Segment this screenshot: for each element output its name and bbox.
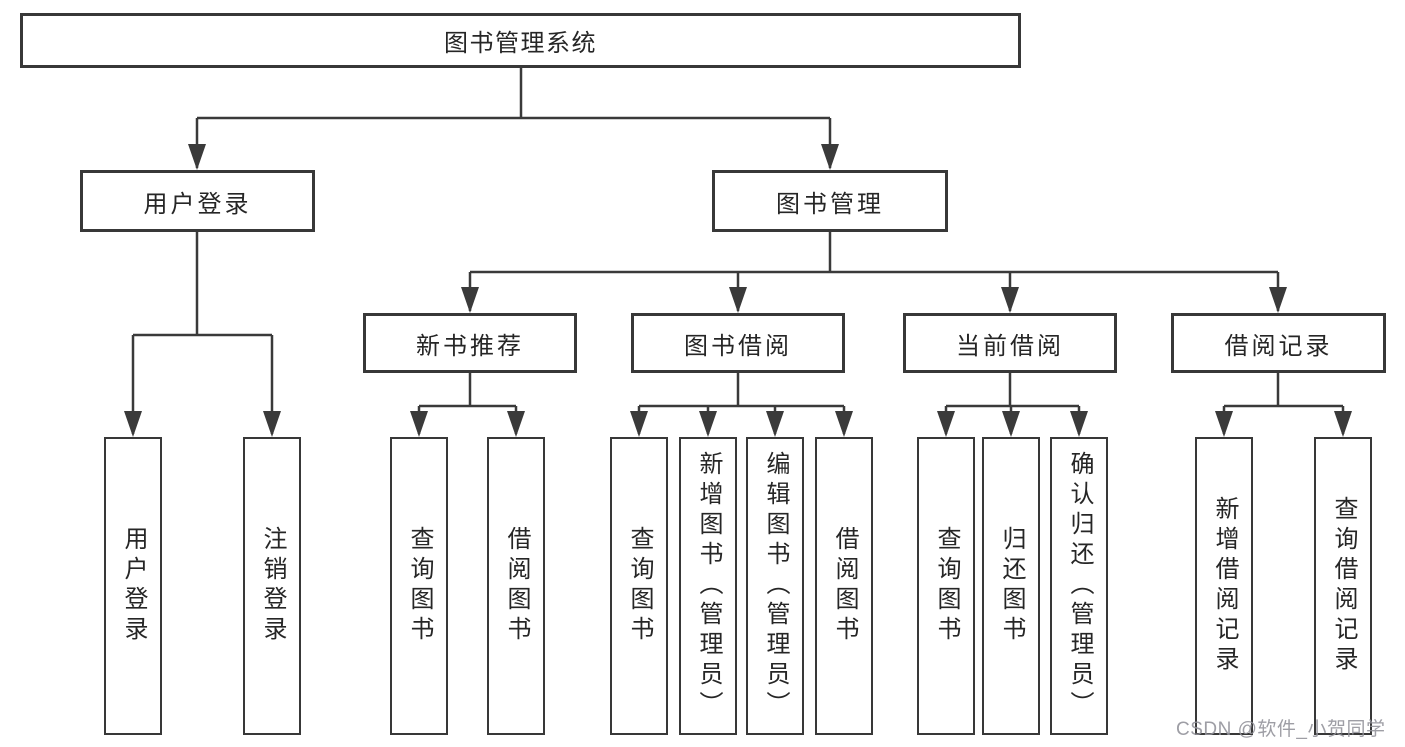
leaf-logout-label: 注销登录 (259, 526, 286, 646)
leaf-user-login-label: 用户登录 (120, 526, 147, 646)
arrowheads (124, 144, 1352, 437)
node-current-borrow-label: 当前借阅 (956, 332, 1064, 360)
node-user-login: 用户登录 (80, 170, 315, 232)
leaf-add-books-admin-label: 新增图书（管理员） (695, 451, 722, 721)
leaf-query-borrow-record: 查询借阅记录 (1314, 437, 1372, 735)
leaf-query-borrow-record-label: 查询借阅记录 (1330, 496, 1357, 676)
leaf-user-login: 用户登录 (104, 437, 162, 735)
leaf-query-books-current: 查询图书 (917, 437, 975, 735)
node-root-label: 图书管理系统 (444, 30, 597, 57)
node-user-login-label: 用户登录 (143, 190, 252, 218)
leaf-confirm-return-admin: 确认归还（管理员） (1050, 437, 1108, 735)
leaf-borrow-books-recommend: 借阅图书 (487, 437, 545, 735)
leaf-borrow-books-borrow-label: 借阅图书 (831, 526, 858, 646)
node-root: 图书管理系统 (20, 13, 1021, 68)
leaf-edit-books-admin: 编辑图书（管理员） (746, 437, 804, 735)
leaf-confirm-return-admin-label: 确认归还（管理员） (1066, 451, 1093, 721)
node-current-borrow: 当前借阅 (903, 313, 1117, 373)
leaf-return-books-label: 归还图书 (998, 526, 1025, 646)
leaf-logout: 注销登录 (243, 437, 301, 735)
node-book-borrow: 图书借阅 (631, 313, 845, 373)
leaf-query-books-borrow: 查询图书 (610, 437, 668, 735)
csdn-watermark: CSDN @软件_小贺同学 (1176, 719, 1386, 740)
leaf-add-books-admin: 新增图书（管理员） (679, 437, 737, 735)
node-borrow-records-label: 借阅记录 (1224, 332, 1333, 360)
leaf-query-books-recommend: 查询图书 (390, 437, 448, 735)
node-new-book-recommend-label: 新书推荐 (416, 332, 524, 360)
leaf-return-books: 归还图书 (982, 437, 1040, 735)
leaf-query-books-current-label: 查询图书 (933, 526, 960, 646)
leaf-add-borrow-record: 新增借阅记录 (1195, 437, 1253, 735)
leaf-borrow-books-recommend-label: 借阅图书 (503, 526, 530, 646)
node-new-book-recommend: 新书推荐 (363, 313, 577, 373)
leaf-query-books-recommend-label: 查询图书 (406, 526, 433, 646)
leaf-add-borrow-record-label: 新增借阅记录 (1211, 496, 1238, 676)
leaf-query-books-borrow-label: 查询图书 (626, 526, 653, 646)
node-borrow-records: 借阅记录 (1171, 313, 1386, 373)
leaf-borrow-books-borrow: 借阅图书 (815, 437, 873, 735)
node-book-management: 图书管理 (712, 170, 948, 232)
node-book-borrow-label: 图书借阅 (684, 332, 792, 360)
node-book-management-label: 图书管理 (776, 190, 884, 218)
leaf-edit-books-admin-label: 编辑图书（管理员） (762, 451, 789, 721)
